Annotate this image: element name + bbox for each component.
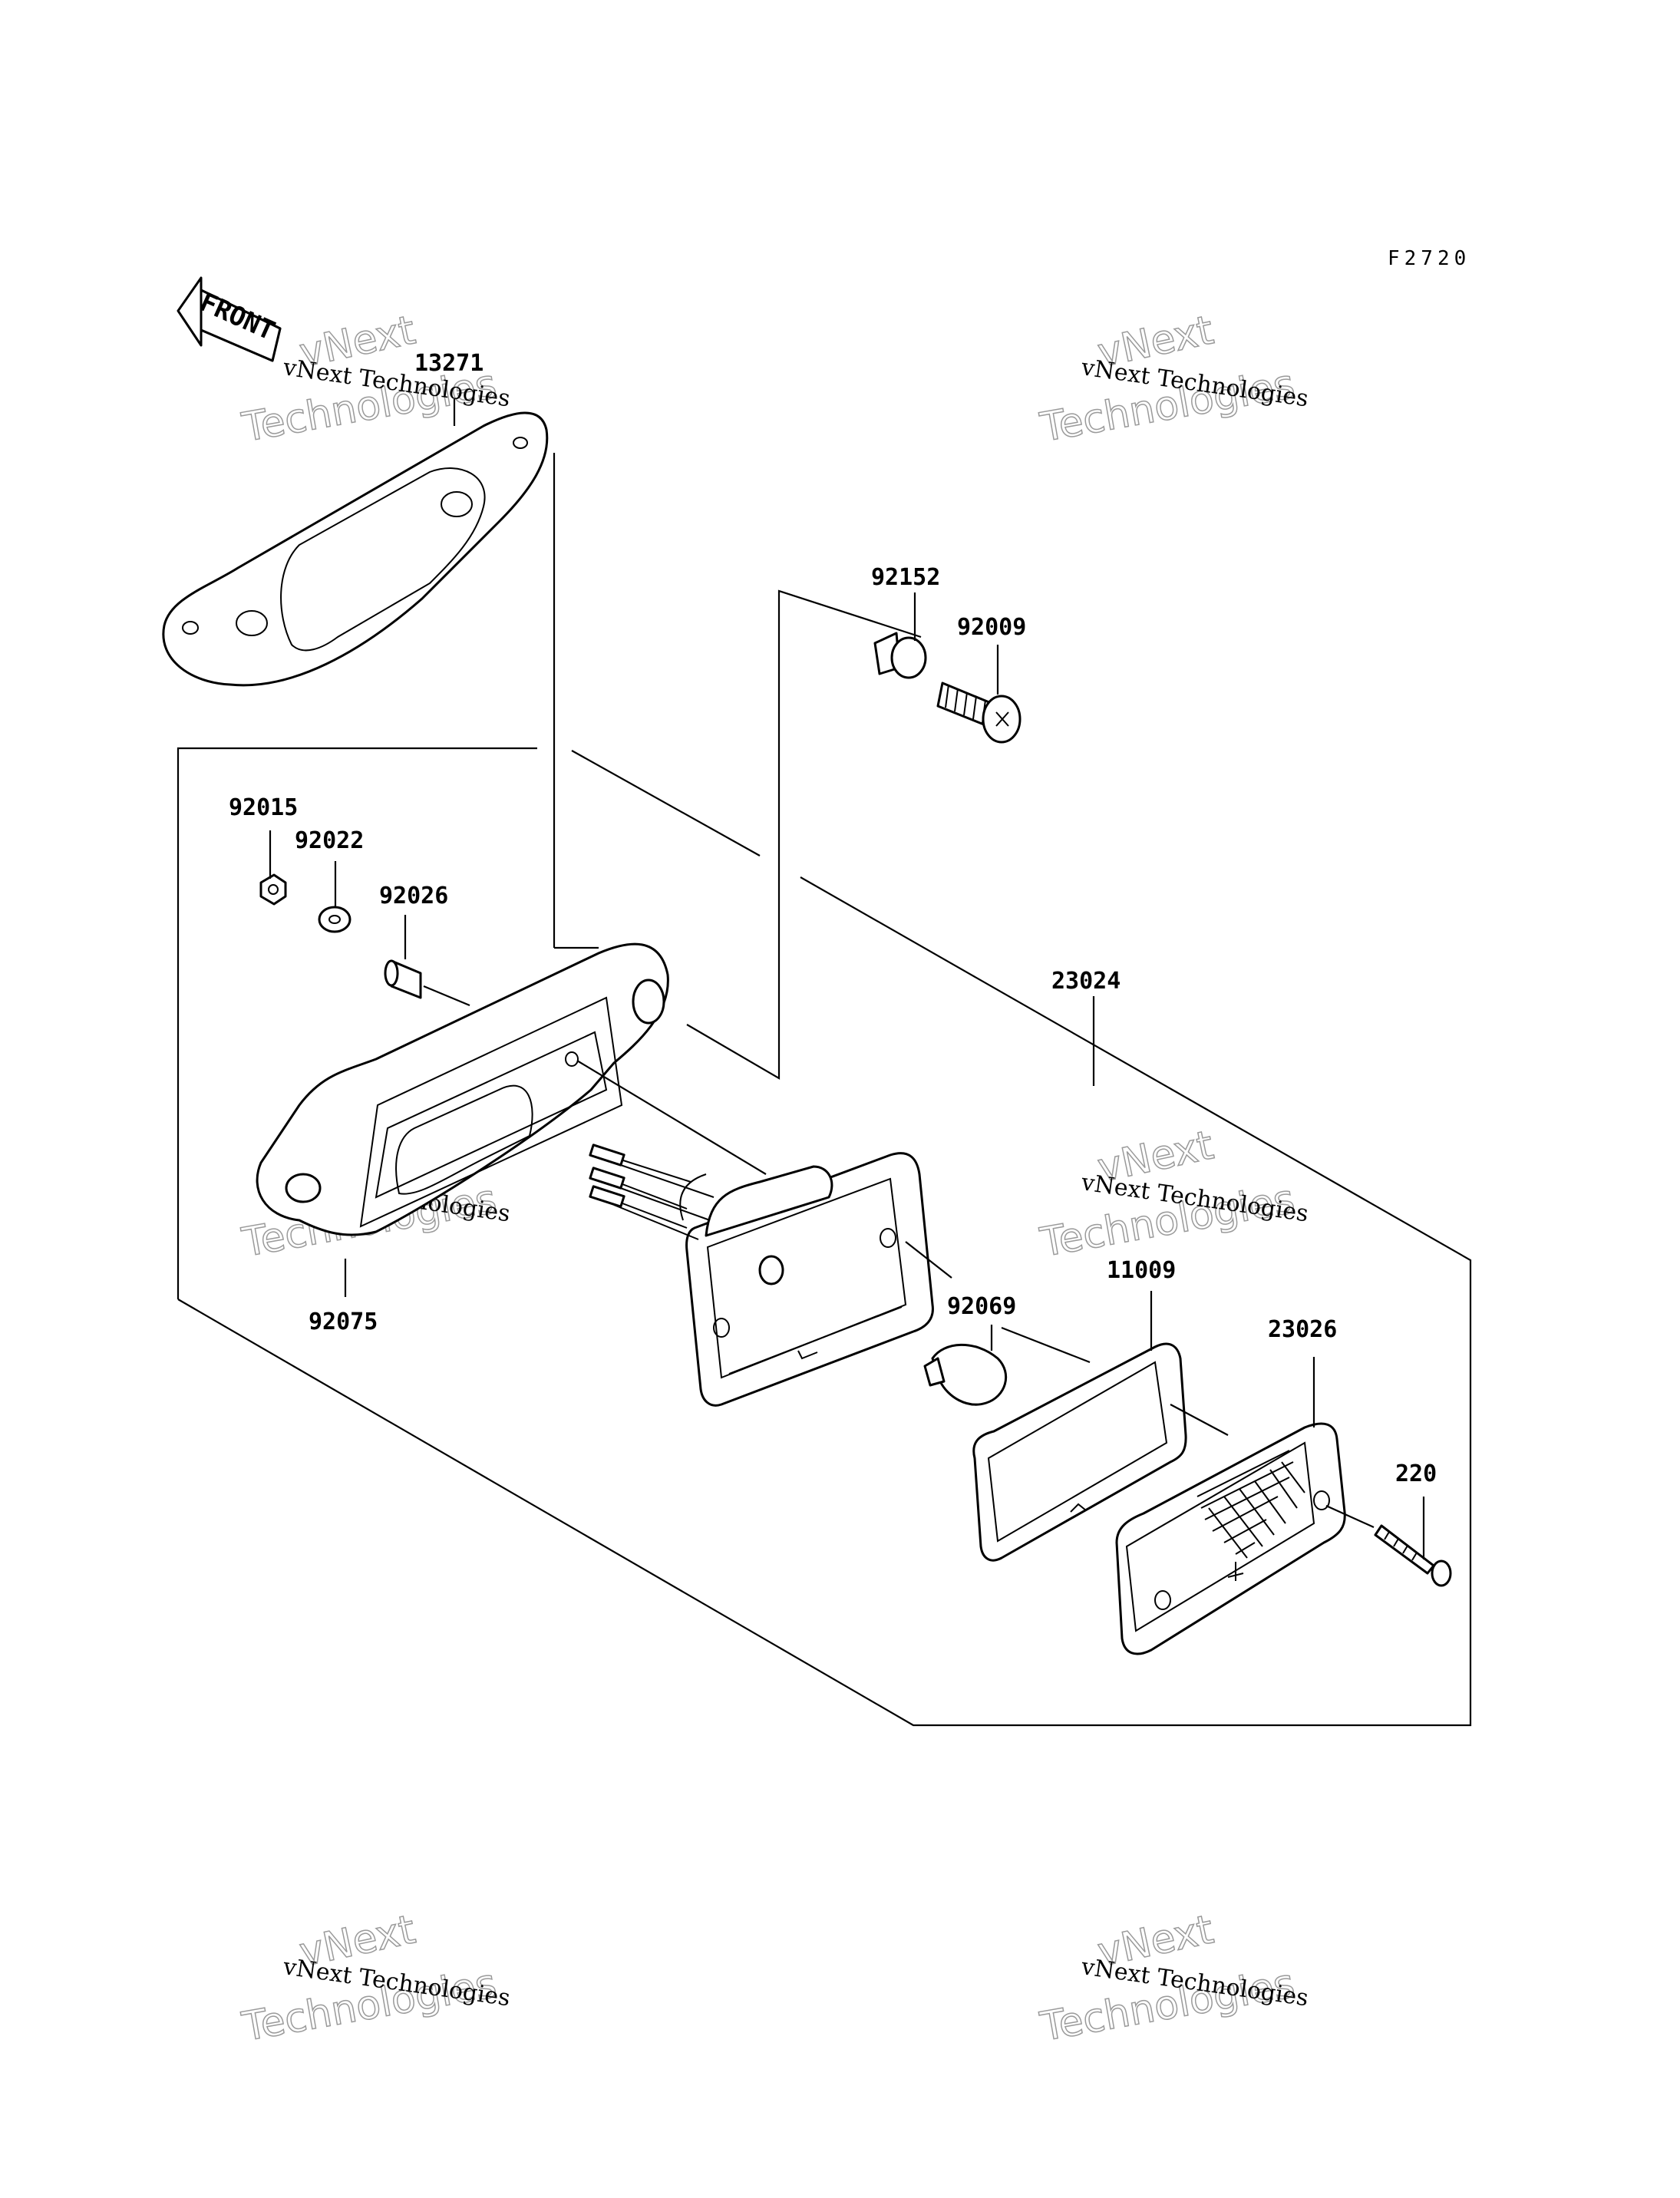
- label-92152: 92152: [871, 564, 940, 591]
- label-11009: 11009: [1107, 1257, 1176, 1284]
- label-92022: 92022: [295, 827, 364, 854]
- collar-92152: [873, 632, 927, 679]
- assembly-outline: [177, 453, 1472, 1727]
- lens-23026: [1115, 1422, 1375, 1655]
- label-23024: 23024: [1051, 968, 1121, 995]
- front-arrow-icon: FRONT: [177, 276, 282, 362]
- gasket-13271: [162, 411, 549, 687]
- label-92069: 92069: [947, 1293, 1016, 1320]
- figure-code: F2720: [1388, 247, 1470, 270]
- label-13271: 13271: [414, 350, 484, 377]
- nut-92015: [259, 873, 287, 906]
- lens-gasket-11009: [972, 1342, 1229, 1562]
- label-92075: 92075: [309, 1309, 378, 1335]
- label-92009: 92009: [957, 614, 1026, 641]
- socket-assembly: [589, 1144, 952, 1407]
- leader-lines: [269, 399, 1425, 1559]
- label-92015: 92015: [229, 794, 298, 821]
- housing-92075: [256, 942, 767, 1236]
- spacer-92026: [384, 959, 470, 1007]
- screw-220: [1374, 1524, 1452, 1587]
- label-92026: 92026: [379, 883, 448, 909]
- label-23026: 23026: [1268, 1316, 1337, 1343]
- part-labels: 13271 92152 92009 92015 92022 92026 2302…: [229, 350, 1437, 1487]
- screw-92009: [936, 682, 1022, 744]
- label-220: 220: [1395, 1460, 1437, 1487]
- bulb-92069: [923, 1326, 1091, 1406]
- washer-92022: [318, 906, 352, 933]
